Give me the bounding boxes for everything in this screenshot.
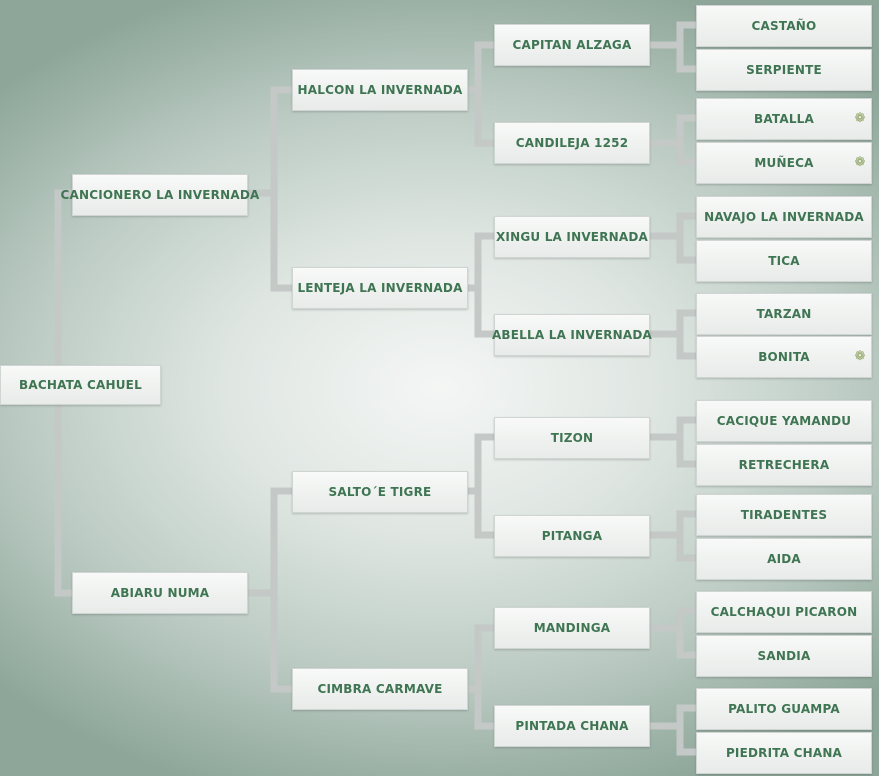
pedigree-g4-node[interactable]: TARZAN bbox=[696, 293, 872, 335]
pedigree-g4-node[interactable]: CALCHAQUI PICARON bbox=[696, 591, 872, 633]
connector-g3-5 bbox=[646, 416, 700, 468]
pedigree-g3-node[interactable]: CAPITAN ALZAGA bbox=[494, 24, 650, 66]
connector-g3-3 bbox=[646, 212, 700, 264]
connector-g3-7 bbox=[646, 607, 700, 659]
rosette-icon: ❁ bbox=[854, 111, 866, 126]
connector-g3-2 bbox=[646, 114, 700, 166]
pedigree-dam[interactable]: ABIARU NUMA bbox=[72, 572, 248, 614]
pedigree-g4-node[interactable]: TICA bbox=[696, 240, 872, 282]
connector-g2-3 bbox=[464, 433, 498, 539]
pedigree-sire[interactable]: CANCIONERO LA INVERNADA bbox=[61, 174, 259, 216]
pedigree-g3-node[interactable]: ABELLA LA INVERNADA bbox=[492, 314, 652, 356]
pedigree-g4-label: BATALLA bbox=[753, 112, 815, 126]
connector-g3-1 bbox=[646, 21, 700, 73]
connector-dam bbox=[244, 487, 296, 693]
connector-g3-8 bbox=[646, 704, 700, 756]
pedigree-g4-node[interactable]: SERPIENTE bbox=[696, 49, 872, 91]
pedigree-g3-node[interactable]: XINGU LA INVERNADA bbox=[494, 216, 650, 258]
connector-g2-2 bbox=[464, 232, 498, 338]
pedigree-g4-node[interactable]: SANDIA bbox=[696, 635, 872, 677]
pedigree-g3-node[interactable]: PINTADA CHANA bbox=[494, 705, 650, 747]
connector-sire bbox=[244, 86, 296, 292]
pedigree-g3-node[interactable]: CANDILEJA 1252 bbox=[494, 122, 650, 164]
pedigree-g4-node[interactable]: CASTAÑO bbox=[696, 5, 872, 47]
pedigree-paternal-granddam[interactable]: LENTEJA LA INVERNADA bbox=[292, 267, 468, 309]
pedigree-paternal-grandsire[interactable]: HALCON LA INVERNADA bbox=[292, 69, 468, 111]
pedigree-g4-node[interactable]: BATALLA ❁ bbox=[696, 98, 872, 140]
connector-g2-1 bbox=[464, 41, 498, 147]
pedigree-g3-node[interactable]: TIZON bbox=[494, 417, 650, 459]
connector-subject bbox=[54, 189, 76, 597]
pedigree-g3-node[interactable]: MANDINGA bbox=[494, 607, 650, 649]
pedigree-g4-node[interactable]: NAVAJO LA INVERNADA bbox=[696, 196, 872, 238]
pedigree-g3-node[interactable]: PITANGA bbox=[494, 515, 650, 557]
connector-g3-4 bbox=[646, 309, 700, 360]
pedigree-g4-label: MUÑECA bbox=[754, 156, 814, 170]
pedigree-g4-node[interactable]: TIRADENTES bbox=[696, 494, 872, 536]
connector-g2-4 bbox=[464, 624, 498, 730]
pedigree-g4-node[interactable]: PIEDRITA CHANA bbox=[696, 732, 872, 774]
pedigree-g4-node[interactable]: AIDA bbox=[696, 538, 872, 580]
connector-g3-6 bbox=[646, 510, 700, 562]
rosette-icon: ❁ bbox=[854, 349, 866, 364]
pedigree-maternal-granddam[interactable]: CIMBRA CARMAVE bbox=[292, 668, 468, 710]
pedigree-g4-node[interactable]: MUÑECA ❁ bbox=[696, 142, 872, 184]
pedigree-g4-node[interactable]: PALITO GUAMPA bbox=[696, 688, 872, 730]
pedigree-subject[interactable]: BACHATA CAHUEL bbox=[0, 365, 161, 405]
pedigree-g4-node[interactable]: CACIQUE YAMANDU bbox=[696, 400, 872, 442]
pedigree-maternal-grandsire[interactable]: SALTO´E TIGRE bbox=[292, 471, 468, 513]
rosette-icon: ❁ bbox=[854, 155, 866, 170]
pedigree-g4-node[interactable]: BONITA ❁ bbox=[696, 336, 872, 378]
pedigree-g4-node[interactable]: RETRECHERA bbox=[696, 444, 872, 486]
pedigree-g4-label: BONITA bbox=[758, 350, 810, 364]
